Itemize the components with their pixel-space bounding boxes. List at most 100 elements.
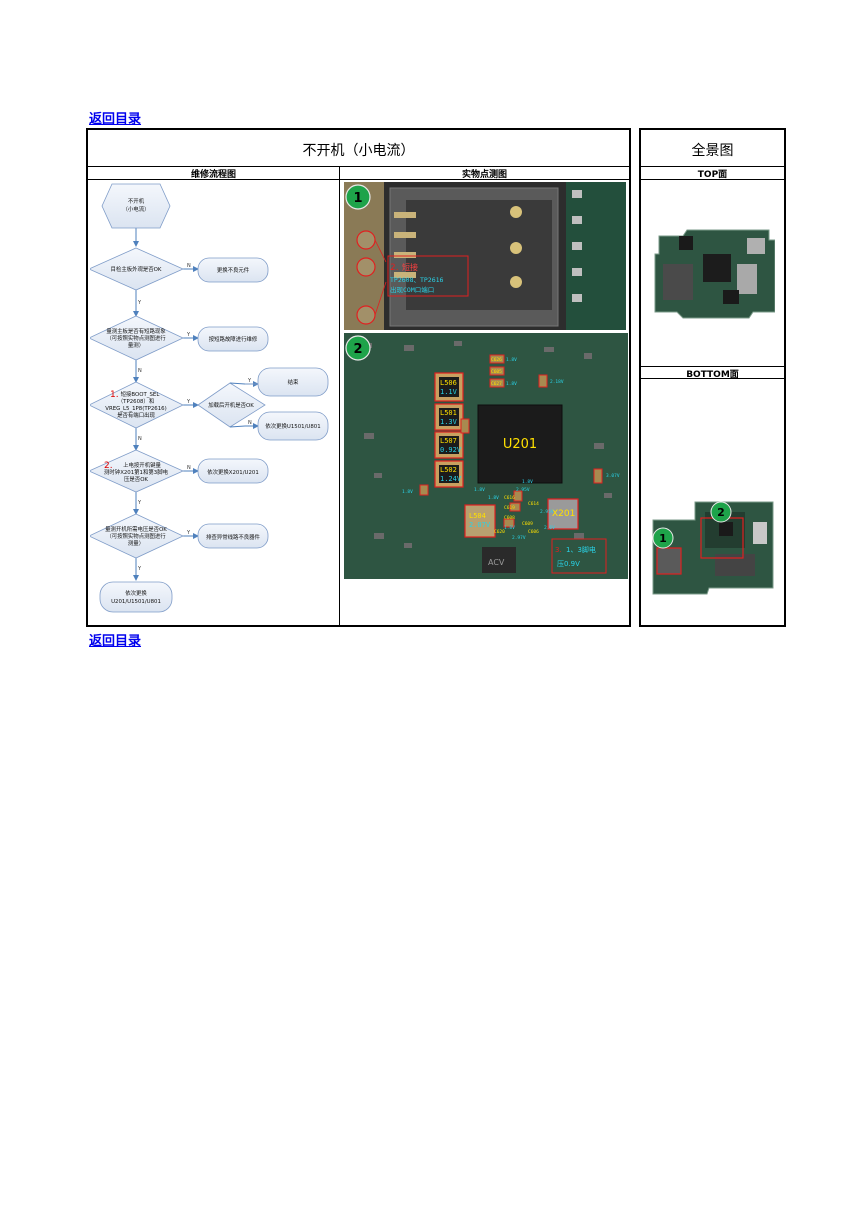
- end-text: 结束: [288, 378, 299, 386]
- inductor-label: L507: [440, 437, 457, 445]
- row-divider: [641, 166, 784, 167]
- guide-title: 不开机（小电流）: [302, 143, 415, 159]
- top-side-label: TOP面: [697, 170, 728, 180]
- photo1-note-number: 2.: [390, 263, 399, 273]
- step6-text: 依次更换: [125, 589, 147, 597]
- step2-text: （可按照实物点测图进行: [106, 334, 166, 342]
- step3-text: 是否有端口出现: [117, 411, 155, 419]
- panorama-table: 全景图 TOP面 BOTTOM面 1 2: [639, 128, 786, 627]
- back-to-contents-link-bottom[interactable]: 返回目录: [89, 634, 142, 649]
- voltage-label: 1.8V: [474, 487, 485, 493]
- row-divider: [641, 378, 784, 379]
- step5-text: 测量）: [128, 539, 144, 547]
- flowchart-column-header: 维修流程图: [190, 170, 236, 180]
- photo1-marker: 1: [353, 191, 362, 206]
- no-label: N: [187, 263, 191, 269]
- photo1-note-title: 短接: [402, 262, 418, 272]
- step3-text: 短接BOOT_SEL: [121, 390, 160, 398]
- yes-label: Y: [137, 300, 142, 306]
- cap-label: C614: [528, 501, 539, 507]
- cap-label: C605: [491, 369, 502, 375]
- step4-number: 2.: [104, 461, 113, 471]
- step6-text: U201/U1501/U801: [111, 599, 161, 605]
- row-divider: [88, 179, 629, 180]
- bottom-marker-2: 2: [717, 506, 725, 519]
- voltage-label: 2.18V: [550, 379, 564, 385]
- step3-yes-text: 加载后开机是否OK: [208, 401, 254, 409]
- inductor-voltage: 0.92V: [440, 446, 462, 454]
- cap-label: C609: [522, 521, 533, 527]
- step3-text: VREG_L5_1P8(TP2616): [105, 406, 166, 412]
- board-bottom-photo: 1 2: [649, 498, 777, 598]
- bottom-marker-1: 1: [659, 532, 667, 545]
- inductor-voltage: 1.3V: [440, 418, 458, 426]
- inductor-label: L506: [440, 379, 457, 387]
- photo1-note-line1: TP2608、TP2616: [390, 276, 444, 284]
- step2-no-text: 按短路故障进行维修: [209, 335, 258, 343]
- start-node: [101, 183, 171, 229]
- cap-label: C626: [491, 357, 502, 363]
- step4-text: 上电按开机键量: [123, 461, 161, 469]
- voltage-label: 2.6V: [544, 525, 555, 531]
- board-top-photo: [653, 224, 775, 320]
- voltage-label: 2.95V: [516, 487, 530, 493]
- yes-label: Y: [247, 378, 252, 384]
- photo2-note-number: 3.: [555, 546, 562, 554]
- voltage-label: 1.8V: [506, 357, 517, 363]
- step5-text: （可按照实物点测图进行: [106, 532, 166, 540]
- photo-column-header: 实物点测图: [461, 170, 507, 180]
- inductor-voltage: 1.1V: [440, 388, 458, 396]
- row-divider: [88, 166, 629, 167]
- yes-label: Y: [186, 530, 191, 536]
- step5-no-text: 排查异常线路不良器件: [206, 533, 261, 541]
- photo2-note-line2: 压0.9V: [557, 560, 580, 568]
- repair-flowchart: 不开机 （小电流） 目检主板外观是否OK 更换不良元件 量测主板是否有短路现象 …: [90, 183, 329, 613]
- no-label: N: [248, 420, 252, 426]
- row-divider: [641, 366, 784, 367]
- step4-text: 压是否OK: [124, 476, 148, 483]
- cap-label: C620: [494, 529, 505, 535]
- panorama-title: 全景图: [691, 143, 734, 159]
- bottom-side-label: BOTTOM面: [686, 370, 739, 380]
- chip-label-u201: U201: [503, 437, 537, 452]
- repair-guide-table: 不开机（小电流） 维修流程图 实物点测图: [86, 128, 631, 627]
- no-label: N: [187, 465, 191, 471]
- voltage-label: 1.8V: [402, 489, 413, 495]
- voltage-label: 1.8V: [504, 525, 515, 531]
- voltage-label: 1.8V: [488, 495, 499, 501]
- row-divider: [641, 179, 784, 180]
- voltage-label: 1.8V: [506, 381, 517, 387]
- step4-no-text: 依次更换X201/U201: [207, 468, 259, 476]
- photo1-note-line2: 出现COM口端口: [390, 285, 434, 294]
- photo2-note-line1: 1、3脚电: [566, 545, 596, 554]
- step4-text: 测时钟X201第1和第3脚电: [104, 468, 169, 476]
- yes-label: Y: [186, 399, 191, 405]
- cap-label: C606: [528, 529, 539, 535]
- step1-no-text: 更换不良元件: [217, 266, 250, 274]
- inductor-voltage: 1.24V: [440, 475, 462, 483]
- voltage-label: 3.07V: [606, 473, 620, 479]
- no-label: N: [138, 436, 142, 442]
- voltage-label: 1.8V: [522, 479, 533, 485]
- test-point-photo-1: 1 2. 短接 TP2608、TP2616 出现COM口端口: [344, 182, 626, 330]
- yes-label: Y: [137, 566, 142, 572]
- inductor-label: L502: [440, 466, 457, 474]
- inductor-label: L501: [440, 409, 457, 417]
- step3-text: （TP2608）和: [118, 397, 154, 405]
- step2-text: 量测主板是否有短路现象: [106, 327, 166, 335]
- step3-number: 1.: [110, 390, 119, 400]
- test-point-photo-2: U201 L506 1.1V L501 1.3V L507 0.92V L: [344, 333, 628, 579]
- cap-label: C616: [504, 495, 515, 501]
- step3-replace-text: 依次更换U1501/U801: [265, 422, 320, 430]
- inductor-label: L504: [469, 512, 486, 520]
- step1-text: 目检主板外观是否OK: [111, 265, 162, 273]
- column-divider: [339, 166, 340, 625]
- inductor-voltage: 2.07V: [469, 521, 491, 529]
- voltage-label: 2.97V: [512, 535, 526, 541]
- cap-label: C627: [491, 381, 502, 387]
- package-marking: ACV: [488, 558, 505, 567]
- back-to-contents-link-top[interactable]: 返回目录: [89, 112, 142, 127]
- start-text: 不开机: [128, 197, 145, 205]
- yes-label: Y: [186, 332, 191, 338]
- photo2-marker: 2: [353, 342, 362, 357]
